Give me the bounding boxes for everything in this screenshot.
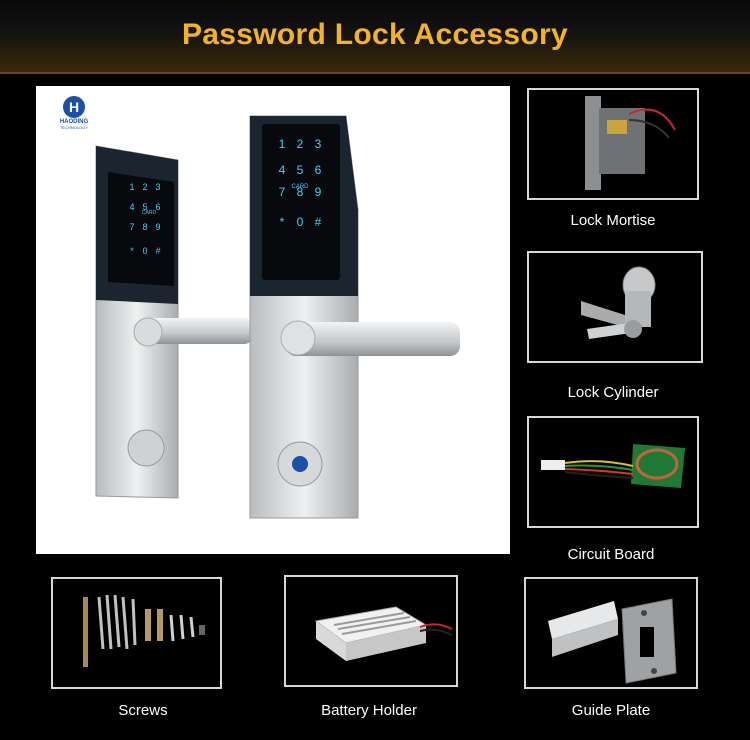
keypad-key: 8 (297, 185, 304, 199)
circuit-board-caption: Circuit Board (567, 546, 655, 563)
screws-caption: Screws (118, 702, 168, 719)
screws-card[interactable] (51, 577, 222, 689)
guide-plate-card[interactable] (524, 577, 698, 689)
keypad-key: 3 (315, 137, 322, 151)
keypad-key: 2 (297, 137, 304, 151)
lock-cylinder-card[interactable] (527, 251, 703, 363)
brand-logo: H HAODING TECHNOLOGY (52, 96, 96, 130)
screws-icon (83, 594, 205, 667)
keypad-key: 7 (279, 185, 286, 199)
lock-mortise-caption: Lock Mortise (570, 212, 656, 229)
keypad-key-back: 3 (155, 182, 160, 192)
brand-mark-icon: H (63, 96, 85, 118)
card-reader-label: CARD (291, 184, 309, 190)
guide-plate-caption: Guide Plate (571, 702, 651, 719)
lock-cylinder-caption: Lock Cylinder (567, 384, 659, 401)
keypad-key-back: 8 (142, 222, 147, 232)
lock-cylinder-icon (581, 266, 656, 339)
keypad-key-back: 4 (129, 202, 134, 212)
keypad-key: * (280, 215, 285, 229)
lock-mortise-icon (585, 96, 676, 190)
circuit-board-card[interactable] (527, 416, 699, 528)
card-reader-label-back: CARD (142, 210, 157, 216)
keypad-key-back: 6 (155, 202, 160, 212)
keypad-key-back: 0 (142, 246, 147, 256)
lock-mortise-card[interactable] (527, 88, 699, 200)
keypad-key-back: 5 (142, 202, 147, 212)
battery-holder-icon (314, 606, 453, 661)
keypad-key: 5 (297, 163, 304, 177)
brand-name: HAODING (59, 119, 89, 125)
circuit-board-icon (541, 444, 685, 488)
battery-holder-card[interactable] (284, 575, 458, 687)
keypad-key: # (315, 215, 322, 229)
battery-holder-caption: Battery Holder (321, 702, 417, 719)
page-title: Password Lock Accessory (182, 18, 568, 51)
keypad-key-back: 9 (155, 222, 160, 232)
keypad-key: 0 (297, 215, 304, 229)
keypad-key-back: 7 (129, 222, 134, 232)
header-banner: Password Lock Accessory (0, 0, 750, 74)
keypad-key: 6 (315, 163, 322, 177)
keypad-key-back: 1 (129, 182, 134, 192)
guide-plate-icon (548, 598, 677, 684)
keypad-key-back: * (130, 246, 134, 256)
keypad-key: 4 (279, 163, 286, 177)
keypad-key: 1 (279, 137, 286, 151)
keypad-key: 9 (315, 185, 322, 199)
keypad-key-back: 2 (142, 182, 147, 192)
brand-tagline: TECHNOLOGY (59, 125, 88, 130)
keypad-key-back: # (155, 246, 160, 256)
